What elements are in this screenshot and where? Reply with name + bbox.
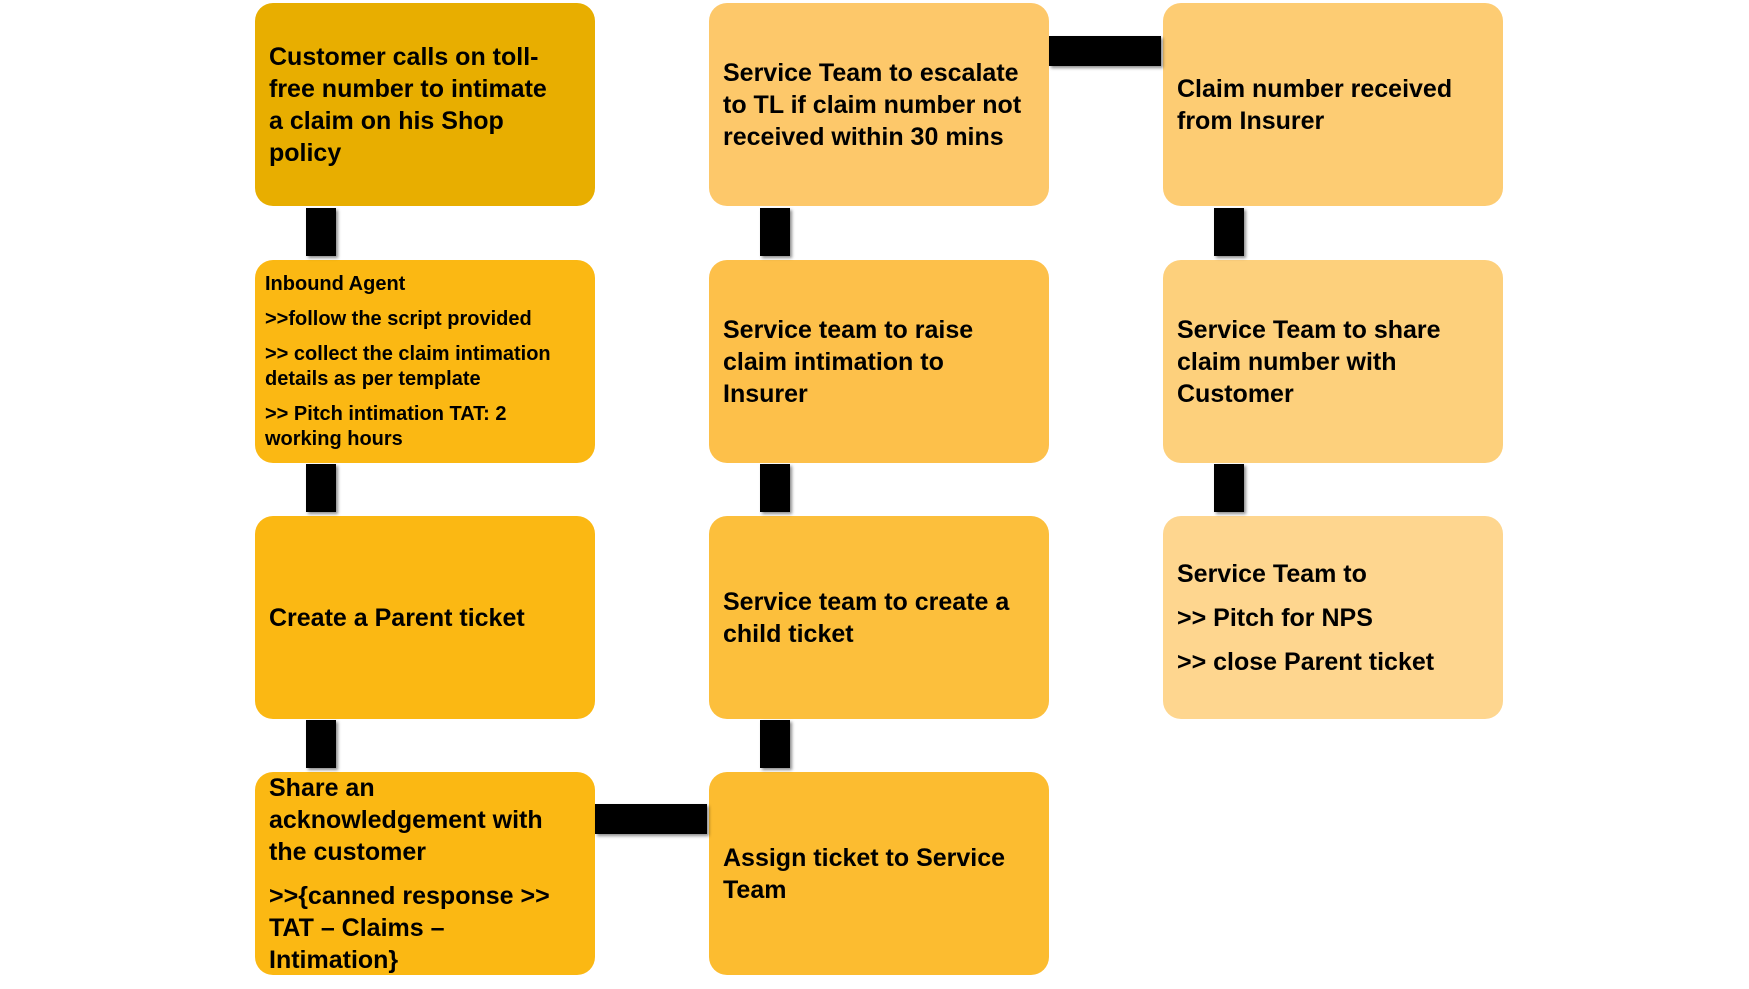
step-text-line: received within 30 mins xyxy=(723,122,1004,151)
step-text-line: the customer xyxy=(269,837,426,866)
step-create-parent-ticket: Create a Parent ticket xyxy=(255,516,595,719)
connector-c1-2-3 xyxy=(306,464,336,512)
step-text-line: Customer calls on toll- xyxy=(269,42,539,71)
step-text-line: Create a Parent ticket xyxy=(269,603,525,632)
step-assign-ticket: Assign ticket to Service Team xyxy=(709,772,1049,975)
connector-c2-2-3 xyxy=(760,464,790,512)
step-text-line: from Insurer xyxy=(1177,106,1325,135)
step-share-acknowledgement: Share an acknowledgement with the custom… xyxy=(255,772,595,975)
close-steps-title: Service Team to xyxy=(1177,559,1367,588)
step-text-line: Team xyxy=(723,875,787,904)
connector-c3-2-3 xyxy=(1214,464,1244,512)
step-escalate-to-tl: Service Team to escalate to TL if claim … xyxy=(709,3,1049,206)
step-text-line: Share an xyxy=(269,773,375,802)
step-text-line: claim number with xyxy=(1177,347,1397,376)
inbound-agent-item: >>follow the script provided xyxy=(265,307,532,330)
step-text-line: Customer xyxy=(1177,379,1294,408)
step-text-line: Intimation} xyxy=(269,945,399,974)
connector-escalate-to-received xyxy=(1049,36,1161,66)
step-text-line: to TL if claim number not xyxy=(723,90,1022,119)
step-text-line: a claim on his Shop policy xyxy=(269,106,504,167)
connector-c3-1-2 xyxy=(1214,208,1244,256)
step-text-line: free number to intimate xyxy=(269,74,547,103)
connector-c2-3-4 xyxy=(760,720,790,768)
step-text-line: Service team to create a xyxy=(723,587,1010,616)
inbound-agent-item: >> collect the claim intimation xyxy=(265,342,551,365)
step-text-line: Service Team to escalate xyxy=(723,58,1019,87)
step-text-line: TAT – Claims – xyxy=(269,913,445,942)
step-text-line: Claim number received xyxy=(1177,74,1453,103)
close-steps-item: >> Pitch for NPS xyxy=(1177,603,1373,632)
inbound-agent-item: working hours xyxy=(265,427,403,450)
step-close-parent-ticket: Service Team to >> Pitch for NPS >> clos… xyxy=(1163,516,1503,719)
step-text-line: acknowledgement with xyxy=(269,805,543,834)
step-text-line: Service team to raise xyxy=(723,315,974,344)
step-claim-number-received: Claim number received from Insurer xyxy=(1163,3,1503,206)
inbound-agent-item: details as per template xyxy=(265,367,481,390)
step-share-claim-number: Service Team to share claim number with … xyxy=(1163,260,1503,463)
inbound-agent-title: Inbound Agent xyxy=(265,272,406,295)
step-create-child-ticket: Service team to create a child ticket xyxy=(709,516,1049,719)
step-text-line: Assign ticket to Service xyxy=(723,843,1006,872)
step-text-line: child ticket xyxy=(723,619,854,648)
connector-c1-1-2 xyxy=(306,208,336,256)
step-text-line: >>{canned response >> xyxy=(269,881,550,910)
connector-c2-1-2 xyxy=(760,208,790,256)
connector-ack-to-assign xyxy=(595,804,707,834)
step-text-line: Insurer xyxy=(723,379,808,408)
step-text-line: Service Team to share xyxy=(1177,315,1441,344)
step-inbound-agent: Inbound Agent >>follow the script provid… xyxy=(255,260,595,463)
step-text-line: claim intimation to xyxy=(723,347,944,376)
close-steps-item: >> close Parent ticket xyxy=(1177,647,1435,676)
step-customer-calls: Customer calls on toll- free number to i… xyxy=(255,3,595,206)
connector-c1-3-4 xyxy=(306,720,336,768)
step-raise-claim-intimation: Service team to raise claim intimation t… xyxy=(709,260,1049,463)
inbound-agent-item: >> Pitch intimation TAT: 2 xyxy=(265,402,507,425)
